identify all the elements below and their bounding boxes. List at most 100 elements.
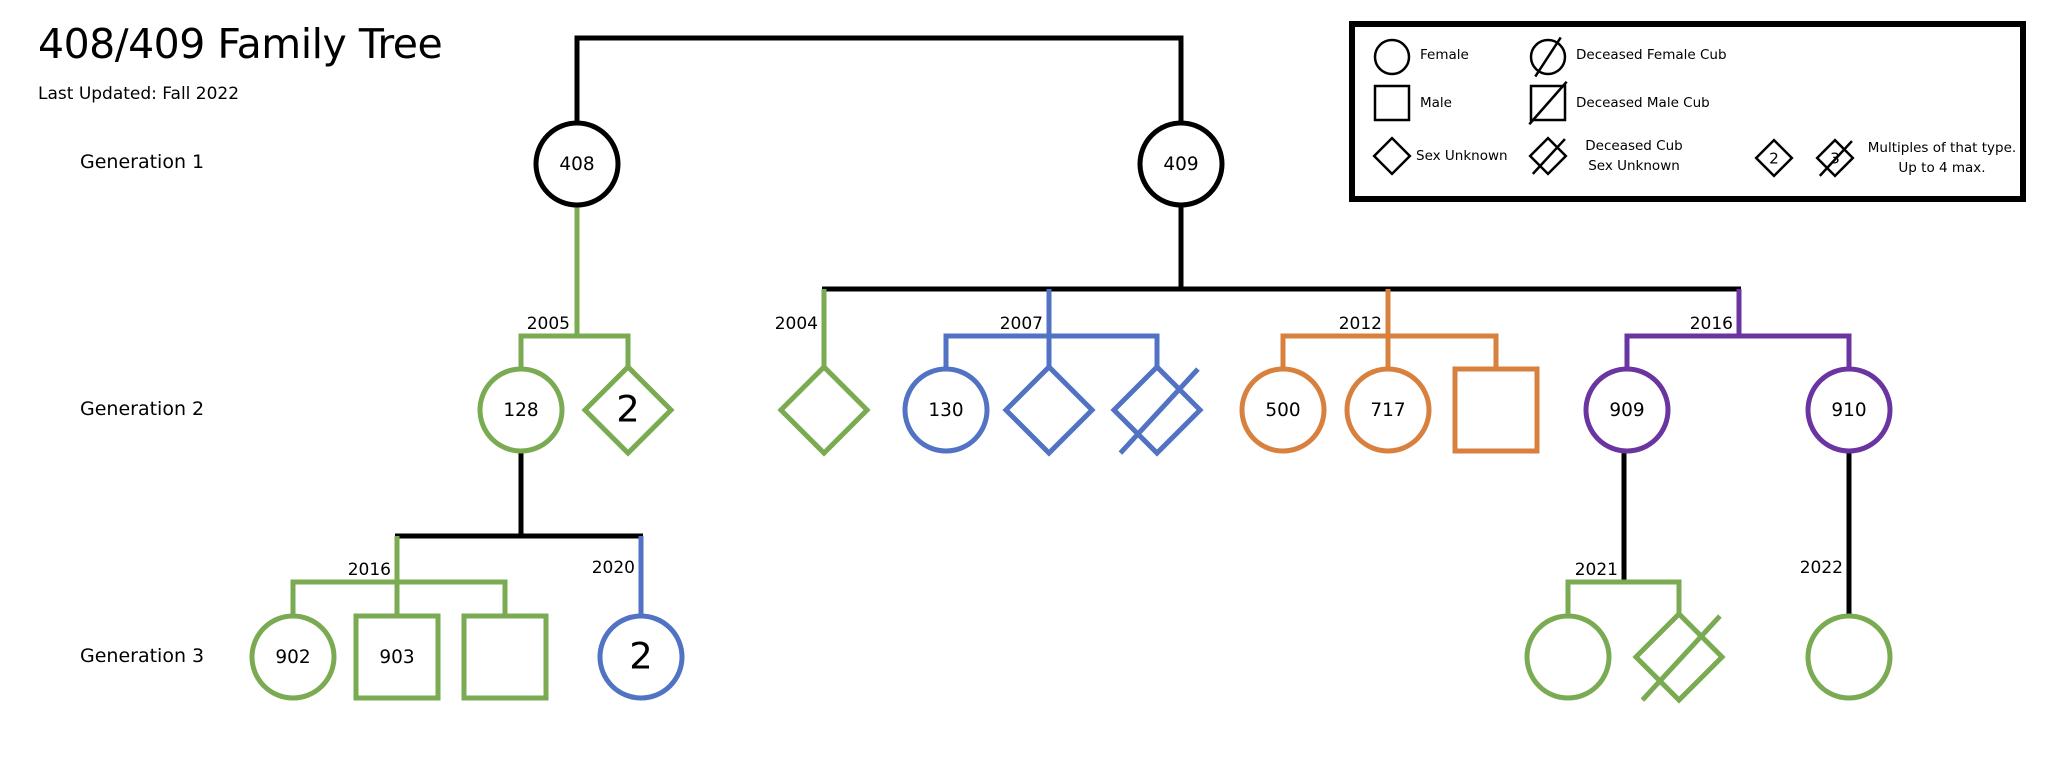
legend-label: Up to 4 max.	[1898, 160, 1985, 176]
cub-node[interactable]	[461, 613, 549, 701]
male-symbol	[353, 613, 441, 701]
legend-icon-deceased-female[interactable]	[1529, 36, 1567, 78]
generation-1-label: Generation 1	[80, 151, 205, 173]
generation-2-label: Generation 2	[80, 398, 205, 420]
cub-id: 910	[1831, 400, 1866, 421]
female-symbol	[1373, 38, 1411, 76]
cub-node-902[interactable]: 902	[249, 613, 337, 701]
cub-node[interactable]: 2	[581, 363, 675, 457]
legend-label: Sex Unknown	[1588, 158, 1680, 174]
cub-node-128[interactable]: 128	[477, 366, 565, 454]
female-symbol	[1805, 613, 1893, 701]
female-symbol	[249, 613, 337, 701]
cub-id: 130	[928, 400, 963, 421]
cub-node-910[interactable]: 910	[1805, 366, 1893, 454]
legend-label: Multiples of that type.	[1868, 140, 2016, 156]
female-symbol	[533, 120, 621, 208]
page-title: 408/409 Family Tree	[38, 20, 443, 68]
legend-box	[1349, 21, 2026, 202]
legend-label: Sex Unknown	[1416, 148, 1508, 164]
unknown-sex-symbol	[1754, 138, 1794, 178]
legend-label: Deceased Female Cub	[1576, 47, 1727, 63]
multiple-count: 2	[629, 635, 652, 678]
female-symbol	[597, 613, 685, 701]
cub-node[interactable]	[1110, 363, 1204, 457]
cub-node[interactable]	[777, 363, 871, 457]
litter-year-label: 2007	[1000, 314, 1043, 334]
female-symbol	[477, 366, 565, 454]
deceased-slash	[1640, 614, 1722, 702]
legend-icon-deceased-unknown[interactable]	[1528, 136, 1568, 176]
cub-node[interactable]	[1805, 613, 1893, 701]
litter-bar-2005	[518, 333, 631, 369]
litter-year-label: 2022	[1800, 558, 1843, 578]
litter-year-label: 2020	[592, 558, 635, 578]
female-symbol	[1583, 366, 1671, 454]
cub-id: 909	[1609, 400, 1644, 421]
litter-year-label: 2005	[527, 314, 570, 334]
legend-icon-unknown[interactable]	[1372, 136, 1412, 176]
legend-label: Male	[1420, 95, 1452, 111]
cub-node[interactable]	[1002, 363, 1096, 457]
legend-icon-female[interactable]	[1373, 38, 1411, 76]
litter-year-label: 2012	[1339, 314, 1382, 334]
male-symbol	[1373, 84, 1411, 122]
female-symbol	[1137, 120, 1225, 208]
cub-node-903[interactable]: 903	[353, 613, 441, 701]
founder-connector	[574, 35, 1184, 123]
cub-node[interactable]: 2	[597, 613, 685, 701]
legend-icon-deceased-male[interactable]	[1528, 80, 1568, 126]
cub-node-500[interactable]: 500	[1239, 366, 1327, 454]
deceased-slash	[1118, 367, 1200, 455]
unknown-sex-symbol	[1372, 136, 1412, 176]
founder-node-409[interactable]: 409	[1137, 120, 1225, 208]
legend-icon-male[interactable]	[1373, 84, 1411, 122]
connector-lines: 2005 2004 2007 2012 2016 2016 2020 2021 2022	[290, 35, 1852, 616]
cub-node-130[interactable]: 130	[902, 366, 990, 454]
litter-year-label: 2004	[775, 314, 818, 334]
unknown-sex-symbol	[777, 363, 871, 457]
deceased-slash	[1528, 80, 1568, 126]
multiple-count: 3	[1830, 150, 1840, 168]
last-updated: Last Updated: Fall 2022	[38, 84, 240, 104]
cub-id: 408	[559, 154, 594, 175]
cub-node[interactable]	[1524, 613, 1612, 701]
multiple-count: 2	[1769, 150, 1779, 168]
cub-node[interactable]	[1632, 610, 1726, 704]
cub-node[interactable]	[1452, 366, 1540, 454]
legend-icon-multiple-deceased[interactable]: 3	[1815, 138, 1855, 178]
cub-id: 902	[275, 647, 310, 668]
male-symbol	[1452, 366, 1540, 454]
litter-bar-2016	[1624, 333, 1852, 369]
cub-id: 903	[379, 647, 414, 668]
female-symbol	[1344, 366, 1432, 454]
unknown-sex-symbol	[581, 363, 675, 457]
cub-id: 500	[1265, 400, 1300, 421]
litter-bar-2021	[1565, 579, 1682, 616]
cub-id: 128	[503, 400, 538, 421]
male-symbol	[461, 613, 549, 701]
cub-node-909[interactable]: 909	[1583, 366, 1671, 454]
deceased-slash	[1531, 138, 1566, 175]
legend-label: Deceased Cub	[1585, 138, 1682, 154]
female-symbol	[1239, 366, 1327, 454]
legend-label: Deceased Male Cub	[1576, 95, 1710, 111]
generation-3-label: Generation 3	[80, 645, 205, 667]
female-symbol	[1805, 366, 1893, 454]
litter-year-label: 2016	[1690, 314, 1733, 334]
tree-nodes: 128 2 130 500 717 909 910 902 903 2 408 409	[249, 120, 1893, 704]
multiple-count: 2	[616, 388, 639, 431]
deceased-slash	[1534, 36, 1562, 78]
deceased-slash	[1818, 140, 1853, 177]
legend-icon-multiple[interactable]: 2	[1754, 138, 1794, 178]
legend-label: Female	[1420, 47, 1469, 63]
litter-year-label: 2016	[348, 560, 391, 580]
founder-node-408[interactable]: 408	[533, 120, 621, 208]
female-symbol	[1524, 613, 1612, 701]
cub-node-717[interactable]: 717	[1344, 366, 1432, 454]
cub-id: 717	[1370, 400, 1405, 421]
litter-year-label: 2021	[1575, 560, 1618, 580]
unknown-sex-symbol	[1002, 363, 1096, 457]
